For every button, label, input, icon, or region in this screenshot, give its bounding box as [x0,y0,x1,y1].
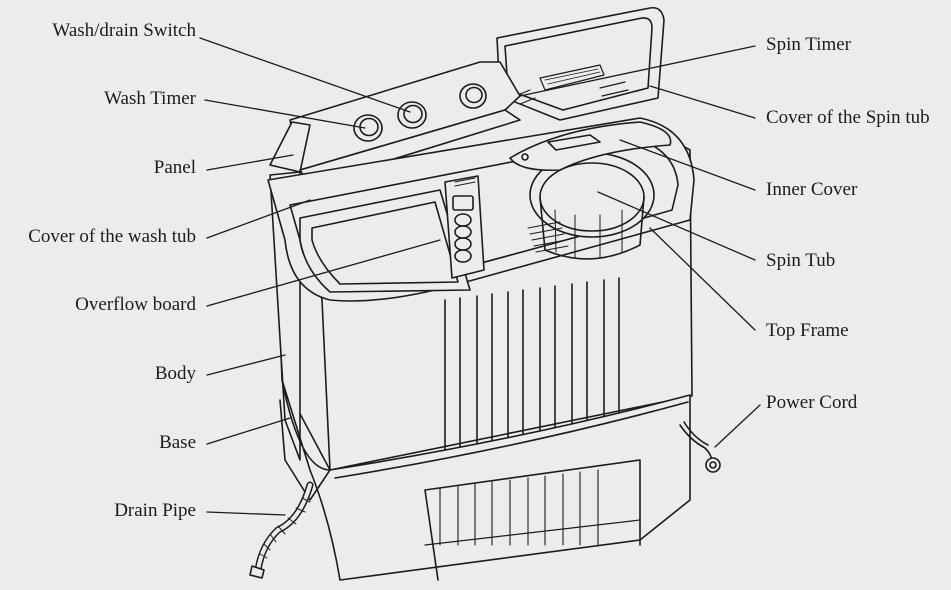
spin-tub [529,152,655,260]
drain-pipe [249,481,314,579]
label-spin-tub: Spin Tub [766,250,836,271]
spin-tub-cover [496,6,665,121]
screw-icon [521,153,529,161]
label-overflow-board: Overflow board [75,294,196,315]
label-top-frame: Top Frame [766,320,849,341]
spin-timer-knob [459,83,487,109]
label-cover-wash-tub: Cover of the wash tub [28,226,196,247]
inner-cover [509,121,672,172]
leader-lines [199,37,761,516]
label-base: Base [159,432,196,453]
label-inner-cover: Inner Cover [766,179,858,200]
label-power-cord: Power Cord [766,392,858,413]
vent-slots [527,221,569,253]
label-wash-timer: Wash Timer [104,88,196,109]
label-body: Body [154,363,196,384]
wash-timer-knob [353,114,383,142]
machine-base [279,379,691,581]
label-panel: Panel [153,157,196,178]
label-drain-pipe: Drain Pipe [114,500,196,521]
label-wash-drain-switch: Wash/drain Switch [52,20,196,41]
wash-drain-switch-knob [397,101,427,129]
label-cover-spin-tub: Cover of the Spin tub [766,107,930,128]
power-cord [679,421,721,473]
overflow-board [444,175,485,279]
label-spin-timer: Spin Timer [766,34,852,55]
